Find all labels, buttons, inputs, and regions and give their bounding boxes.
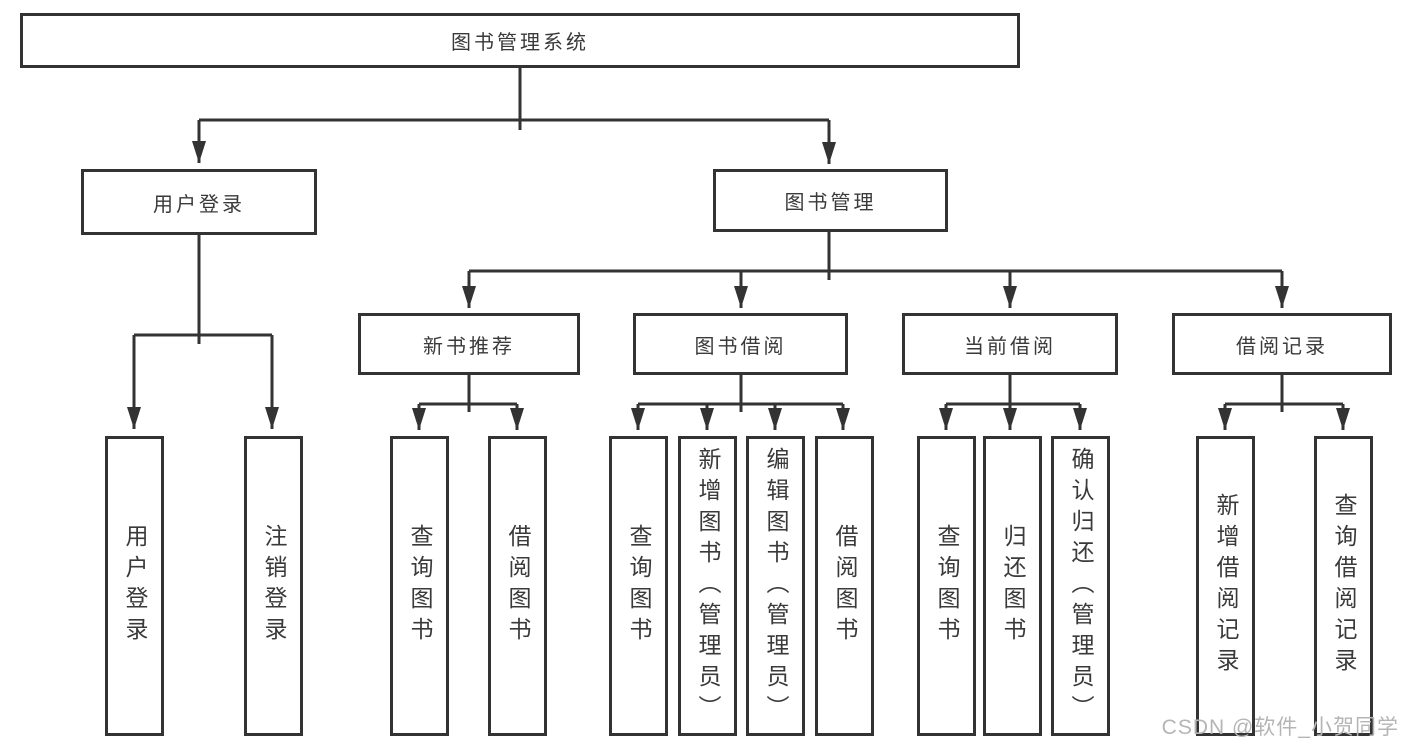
node-root: 图书管理系统 (20, 13, 1020, 68)
node-new-book-recommend-label: 新书推荐 (423, 335, 515, 358)
node-leaf-edit-books-admin: 编辑图书（管理员） (746, 436, 805, 736)
node-leaf-return-books: 归还图书 (983, 436, 1042, 736)
node-book-borrow: 图书借阅 (633, 313, 848, 375)
node-leaf-borrow-books-label: 借阅图书 (832, 524, 858, 648)
node-leaf-query-books-recommend: 查询图书 (390, 436, 449, 736)
node-leaf-user-login: 用户登录 (105, 436, 164, 736)
connector-borrow-records-to-children (1218, 375, 1350, 430)
node-leaf-add-books-admin-label: 新增图书（管理员） (695, 446, 721, 726)
node-current-borrow: 当前借阅 (902, 313, 1118, 375)
csdn-watermark: CSDN @软件_小贺同学 (1161, 716, 1399, 739)
node-book-management-label: 图书管理 (784, 192, 877, 214)
node-leaf-edit-books-admin-label: 编辑图书（管理员） (763, 446, 789, 726)
node-leaf-query-books-borrow-label: 查询图书 (626, 524, 652, 648)
node-current-borrow-label: 当前借阅 (964, 335, 1056, 358)
node-leaf-borrow-books: 借阅图书 (815, 436, 874, 736)
node-leaf-return-books-label: 归还图书 (1000, 524, 1026, 648)
node-leaf-user-login-label: 用户登录 (122, 524, 148, 648)
connector-user-login-to-children (127, 235, 279, 429)
node-leaf-query-borrow-record: 查询借阅记录 (1314, 436, 1373, 736)
node-book-management: 图书管理 (713, 169, 948, 232)
node-leaf-borrow-books-recommend-label: 借阅图书 (505, 524, 531, 648)
node-leaf-query-borrow-record-label: 查询借阅记录 (1331, 493, 1357, 679)
connector-current-borrow-to-children (939, 375, 1087, 430)
node-book-borrow-label: 图书借阅 (694, 335, 787, 358)
node-leaf-add-borrow-record-label: 新增借阅记录 (1213, 493, 1239, 679)
connector-book-borrow-to-children (631, 375, 850, 430)
connector-new-book-recommend-to-children (412, 375, 524, 430)
node-user-login: 用户登录 (81, 169, 317, 235)
node-root-label: 图书管理系统 (451, 32, 589, 54)
node-user-login-label: 用户登录 (153, 193, 245, 216)
node-borrow-records: 借阅记录 (1172, 313, 1392, 375)
connector-root-to-level2 (192, 68, 836, 164)
node-new-book-recommend: 新书推荐 (358, 313, 580, 375)
node-leaf-logout-label: 注销登录 (261, 524, 287, 648)
node-leaf-add-books-admin: 新增图书（管理员） (678, 436, 737, 736)
node-leaf-query-books-current: 查询图书 (917, 436, 976, 736)
node-leaf-borrow-books-recommend: 借阅图书 (488, 436, 547, 736)
node-leaf-confirm-return-admin: 确认归还（管理员） (1051, 436, 1110, 736)
node-leaf-logout: 注销登录 (244, 436, 303, 736)
connector-book-management-to-level3 (462, 232, 1289, 308)
node-leaf-confirm-return-admin-label: 确认归还（管理员） (1068, 446, 1094, 726)
node-leaf-add-borrow-record: 新增借阅记录 (1196, 436, 1255, 736)
node-leaf-query-books-current-label: 查询图书 (934, 524, 960, 648)
node-borrow-records-label: 借阅记录 (1236, 335, 1328, 358)
node-leaf-query-books-recommend-label: 查询图书 (407, 524, 433, 648)
node-leaf-query-books-borrow: 查询图书 (609, 436, 668, 736)
